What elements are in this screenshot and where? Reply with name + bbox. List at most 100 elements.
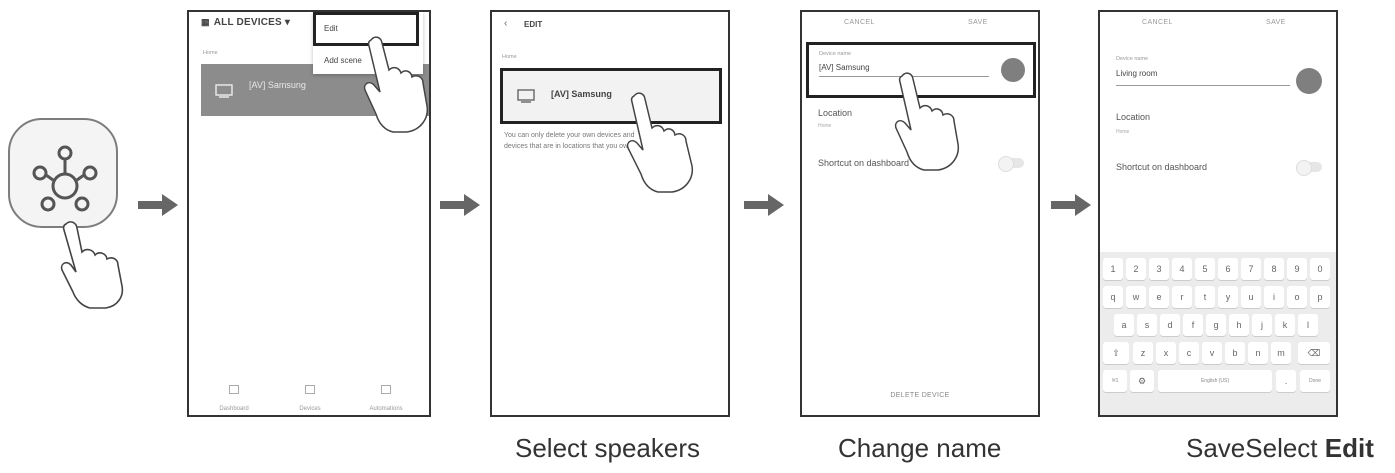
- location-label[interactable]: Location: [818, 108, 853, 118]
- keyboard-row-numbers: 1 2 3 4 5 6 7 8 9 0: [1100, 258, 1336, 284]
- key[interactable]: z: [1133, 342, 1153, 364]
- key[interactable]: 9: [1287, 258, 1307, 280]
- all-devices-dropdown[interactable]: ▦ALL DEVICES ▾: [201, 17, 290, 28]
- key[interactable]: 0: [1310, 258, 1330, 280]
- on-screen-keyboard: 1 2 3 4 5 6 7 8 9 0 q w e r t y u i o p …: [1100, 252, 1336, 415]
- screen-all-devices: ▦ALL DEVICES ▾ Home [AV] Samsung Edit Ad…: [187, 10, 431, 417]
- caption-select-speakers: Select speakers: [515, 433, 700, 463]
- device-name: [AV] Samsung: [249, 80, 306, 90]
- key[interactable]: 5: [1195, 258, 1215, 280]
- key[interactable]: p: [1310, 286, 1330, 308]
- key[interactable]: y: [1218, 286, 1238, 308]
- backspace-key[interactable]: ⌫: [1298, 342, 1330, 364]
- page-title: EDIT: [524, 20, 543, 29]
- key[interactable]: f: [1183, 314, 1203, 336]
- save-button[interactable]: SAVE: [968, 19, 988, 26]
- dropdown-caret-icon: ▾: [284, 17, 291, 28]
- device-color-button[interactable]: [1296, 68, 1322, 94]
- symbols-key[interactable]: !#1: [1103, 370, 1127, 392]
- screen-device-settings-keyboard: CANCEL SAVE Device name Living room Loca…: [1098, 10, 1338, 417]
- tv-icon: [215, 84, 233, 98]
- key[interactable]: a: [1114, 314, 1134, 336]
- caption-bold: Edit: [1324, 433, 1374, 463]
- nav-label: Dashboard: [219, 406, 249, 412]
- save-button[interactable]: SAVE: [1266, 19, 1286, 26]
- nav-automations[interactable]: Automations: [351, 385, 421, 415]
- info-message: You can only delete your own devices and…: [504, 132, 635, 150]
- action-bar: CANCEL SAVE: [1100, 12, 1336, 38]
- key[interactable]: g: [1206, 314, 1226, 336]
- nav-dashboard[interactable]: Dashboard: [199, 385, 269, 415]
- key[interactable]: o: [1287, 286, 1307, 308]
- device-color-button[interactable]: [1001, 58, 1025, 82]
- key[interactable]: x: [1156, 342, 1176, 364]
- tv-icon: [517, 89, 535, 103]
- shortcut-toggle[interactable]: [998, 156, 1024, 172]
- key[interactable]: i: [1264, 286, 1284, 308]
- caption-change-name: Change name: [838, 433, 1002, 463]
- automations-icon: [381, 385, 391, 394]
- key[interactable]: v: [1202, 342, 1222, 364]
- menu-item-edit[interactable]: Edit: [313, 12, 419, 46]
- back-chevron-icon[interactable]: ‹: [504, 18, 508, 29]
- key[interactable]: q: [1103, 286, 1123, 308]
- header-title: ALL DEVICES: [213, 17, 282, 28]
- period-key[interactable]: .: [1276, 370, 1296, 392]
- key[interactable]: 1: [1103, 258, 1123, 280]
- screen-edit: ‹ EDIT Home [AV] Samsung You can only de…: [490, 10, 730, 417]
- key[interactable]: u: [1241, 286, 1261, 308]
- key[interactable]: n: [1248, 342, 1268, 364]
- device-name-input[interactable]: [AV] Samsung: [819, 63, 870, 72]
- location-label[interactable]: Location: [1116, 112, 1151, 122]
- key[interactable]: e: [1149, 286, 1169, 308]
- shortcut-label: Shortcut on dashboard: [818, 158, 910, 168]
- key[interactable]: s: [1137, 314, 1157, 336]
- key[interactable]: 4: [1172, 258, 1192, 280]
- key[interactable]: 3: [1149, 258, 1169, 280]
- shift-key[interactable]: ⇧: [1103, 342, 1129, 364]
- key[interactable]: c: [1179, 342, 1199, 364]
- key[interactable]: 2: [1126, 258, 1146, 280]
- caption-prefix: SaveSelect: [1186, 433, 1325, 463]
- menu-edit-label: Edit: [324, 24, 338, 33]
- screen-device-settings: CANCEL SAVE Device name [AV] Samsung Loc…: [800, 10, 1040, 417]
- key[interactable]: 7: [1241, 258, 1261, 280]
- input-underline: [819, 76, 989, 77]
- menu-item-add-scene[interactable]: Add scene: [324, 56, 362, 65]
- arrow-right-icon: [138, 194, 178, 216]
- key[interactable]: r: [1172, 286, 1192, 308]
- key[interactable]: 6: [1218, 258, 1238, 280]
- key[interactable]: 8: [1264, 258, 1284, 280]
- location-label: Home: [502, 54, 517, 60]
- nav-devices[interactable]: Devices: [275, 385, 345, 415]
- device-name-input[interactable]: Living room: [1116, 69, 1158, 78]
- key[interactable]: w: [1126, 286, 1146, 308]
- key[interactable]: t: [1195, 286, 1215, 308]
- cancel-button[interactable]: CANCEL: [844, 19, 875, 26]
- key[interactable]: h: [1229, 314, 1249, 336]
- shortcut-toggle[interactable]: [1296, 160, 1322, 176]
- keyboard-row-bottom: !#1 ⚙ English (US) . Done: [1100, 370, 1336, 396]
- device-name-field-highlight[interactable]: Device name [AV] Samsung: [806, 42, 1036, 98]
- location-label: Home: [203, 50, 218, 56]
- device-name: [AV] Samsung: [551, 89, 612, 99]
- key[interactable]: m: [1271, 342, 1291, 364]
- key[interactable]: l: [1298, 314, 1318, 336]
- action-bar: CANCEL SAVE: [802, 12, 1038, 38]
- key[interactable]: k: [1275, 314, 1295, 336]
- space-key[interactable]: English (US): [1158, 370, 1272, 392]
- nav-label: Automations: [369, 406, 403, 412]
- done-key[interactable]: Done: [1300, 370, 1330, 392]
- device-row[interactable]: [AV] Samsung: [500, 68, 722, 124]
- device-name-label: Device name: [1116, 56, 1149, 62]
- cancel-button[interactable]: CANCEL: [1142, 19, 1173, 26]
- key[interactable]: b: [1225, 342, 1245, 364]
- delete-device-button[interactable]: DELETE DEVICE: [890, 392, 950, 399]
- arrow-right-icon: [1051, 194, 1091, 216]
- key[interactable]: d: [1160, 314, 1180, 336]
- keyboard-row-zxcv: ⇧ z x c v b n m ⌫: [1100, 342, 1336, 368]
- key[interactable]: j: [1252, 314, 1272, 336]
- shortcut-label: Shortcut on dashboard: [1116, 162, 1208, 172]
- smartthings-app-icon[interactable]: [8, 118, 118, 228]
- settings-gear-icon[interactable]: ⚙: [1130, 370, 1154, 392]
